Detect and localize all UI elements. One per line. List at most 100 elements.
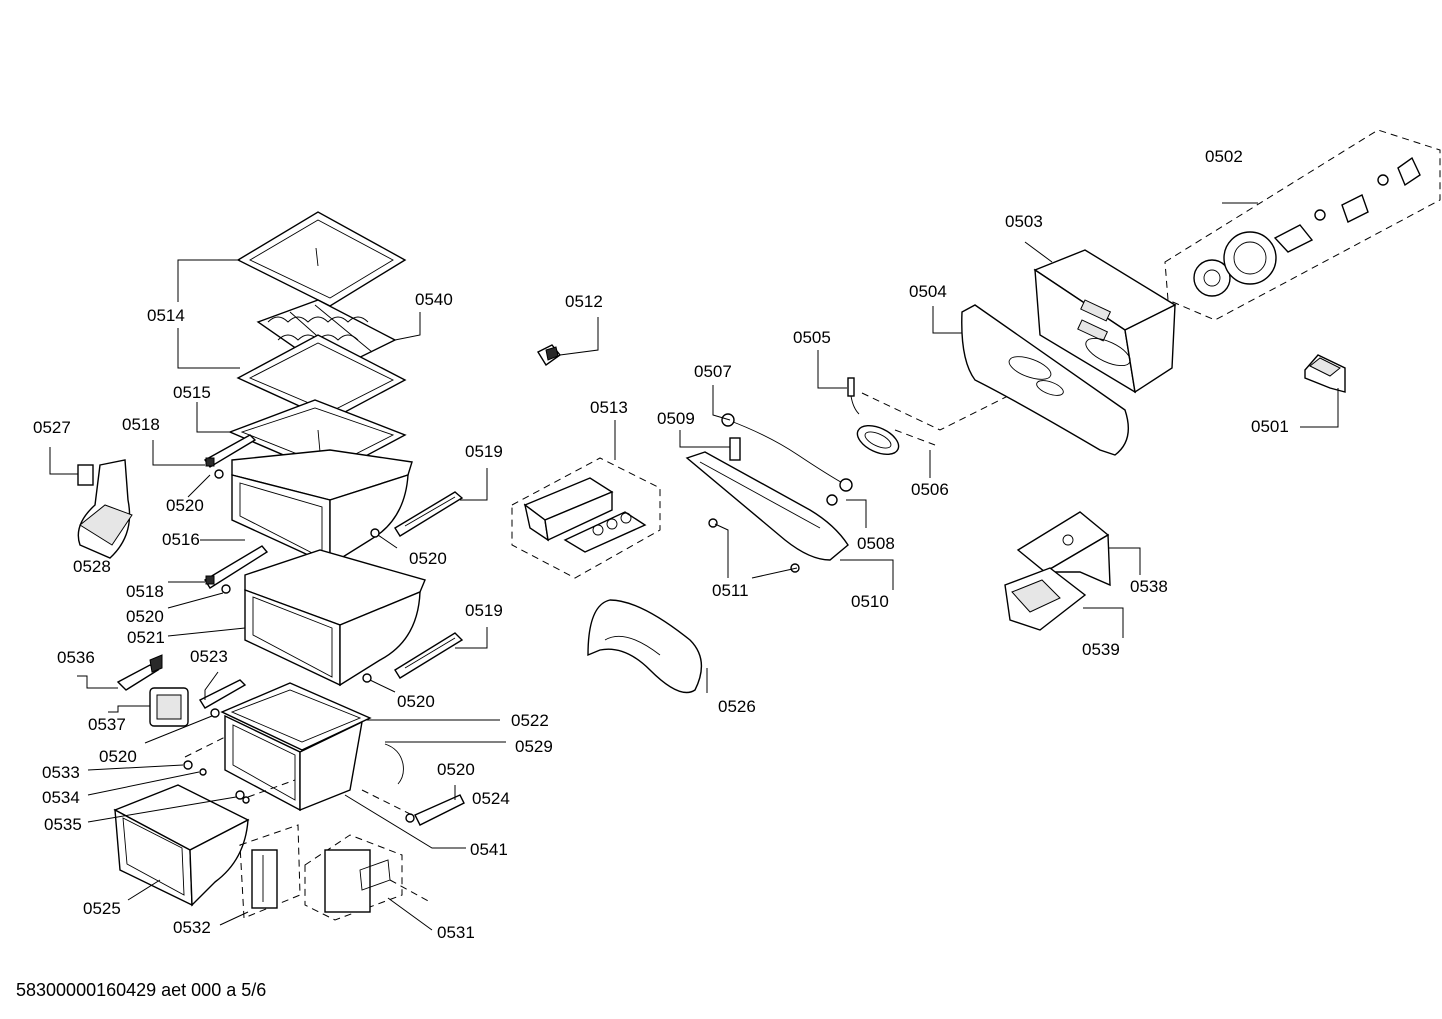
screw-0520-c <box>221 584 231 594</box>
label-0514: 0514 <box>147 306 185 325</box>
label-0526: 0526 <box>718 697 756 716</box>
label-0520-d: 0520 <box>397 692 435 711</box>
air-duct <box>587 599 703 694</box>
glass-shelf-top <box>236 211 407 307</box>
label-0541: 0541 <box>470 840 508 859</box>
drawer-rail-left-lower <box>204 545 269 589</box>
connector-0507 <box>721 413 735 427</box>
label-0518-b: 0518 <box>126 582 164 601</box>
label-0528: 0528 <box>73 557 111 576</box>
cover-bar <box>198 679 247 709</box>
screw-0511-a <box>708 518 718 528</box>
clip-0512 <box>537 344 562 367</box>
screw-0520-d <box>362 673 372 683</box>
screw-0520-b <box>370 528 380 538</box>
label-0531: 0531 <box>437 923 475 942</box>
label-0535: 0535 <box>44 815 82 834</box>
storage-bin-top-frame <box>220 682 372 751</box>
assembly-line-c <box>361 789 413 816</box>
label-0520-b: 0520 <box>409 549 447 568</box>
evaporator-cover-plate <box>961 304 1129 456</box>
dispenser-bracket <box>1016 511 1111 587</box>
label-0532: 0532 <box>173 918 211 937</box>
label-0512: 0512 <box>565 292 603 311</box>
fan-motor-assembly <box>1164 129 1441 321</box>
label-0522: 0522 <box>511 711 549 730</box>
label-0519-b: 0519 <box>465 601 503 620</box>
control-panel-0531 <box>304 834 403 921</box>
channel-cover <box>685 451 849 561</box>
label-0506: 0506 <box>911 480 949 499</box>
label-0509: 0509 <box>657 409 695 428</box>
part-labels: 0501 0502 0503 0504 0505 0506 0507 0508 … <box>33 147 1289 942</box>
label-0516: 0516 <box>162 530 200 549</box>
drawer-rail-left-upper <box>203 434 257 468</box>
label-0529: 0529 <box>515 737 553 756</box>
label-0523: 0523 <box>190 647 228 666</box>
label-0507: 0507 <box>694 362 732 381</box>
label-0533: 0533 <box>42 763 80 782</box>
label-0510: 0510 <box>851 592 889 611</box>
leader-lines <box>49 202 1339 931</box>
assembly-line-d <box>389 879 431 903</box>
assembly-line-f <box>894 429 936 446</box>
label-0524: 0524 <box>472 789 510 808</box>
label-0508: 0508 <box>857 534 895 553</box>
drawer-rail-right-upper <box>394 491 464 537</box>
assembly-line-b <box>247 779 296 798</box>
label-0525: 0525 <box>83 899 121 918</box>
oval-seal <box>856 424 900 456</box>
label-0513: 0513 <box>590 398 628 417</box>
label-0521: 0521 <box>127 628 165 647</box>
fitting-0535 <box>235 790 250 804</box>
label-0502: 0502 <box>1205 147 1243 166</box>
label-0505: 0505 <box>793 328 831 347</box>
screw-0520-e <box>210 708 220 718</box>
label-0515: 0515 <box>173 383 211 402</box>
filter-cover <box>77 459 133 559</box>
fan-housing <box>1033 249 1177 394</box>
screw-0534 <box>199 768 207 776</box>
drawer-rail-right-lower <box>394 632 464 679</box>
large-drawer-bin <box>113 784 250 907</box>
sensor-wire <box>384 743 404 785</box>
washer-0533 <box>183 760 193 770</box>
label-0520-a: 0520 <box>166 496 204 515</box>
label-0536: 0536 <box>57 648 95 667</box>
label-0519-a: 0519 <box>465 442 503 461</box>
label-0539: 0539 <box>1082 640 1120 659</box>
control-module <box>116 654 163 691</box>
label-0518-a: 0518 <box>122 415 160 434</box>
connector-0508 <box>826 478 853 506</box>
screw-0520-f <box>405 813 415 823</box>
crisper-drawer-lower <box>244 549 426 687</box>
label-0511: 0511 <box>712 581 749 600</box>
label-0520-e: 0520 <box>99 747 137 766</box>
dispenser-chute <box>1004 567 1087 631</box>
label-0520-f: 0520 <box>437 760 475 779</box>
bin-bracket <box>414 794 465 826</box>
sensor-0505 <box>847 377 860 415</box>
label-0527: 0527 <box>33 418 71 437</box>
label-0538: 0538 <box>1130 577 1168 596</box>
assembly-line-e <box>861 392 1011 431</box>
label-0534: 0534 <box>42 788 80 807</box>
label-0520-c: 0520 <box>126 607 164 626</box>
egg-tray-assembly <box>511 457 661 579</box>
screw-0520-a <box>214 469 224 479</box>
connector-0509 <box>729 437 741 461</box>
control-panel-0532 <box>239 824 301 919</box>
label-0537: 0537 <box>88 715 126 734</box>
heater-wire <box>727 419 847 486</box>
label-0540: 0540 <box>415 290 453 309</box>
document-id-footer: 58300000160429 aet 000 a 5/6 <box>16 980 267 1000</box>
fan-grille <box>149 687 189 727</box>
storage-bin-body <box>224 714 363 812</box>
assembly-line-a <box>184 736 226 758</box>
label-0503: 0503 <box>1005 212 1043 231</box>
switch-0501 <box>1304 354 1346 393</box>
label-0501: 0501 <box>1251 417 1289 436</box>
label-0504: 0504 <box>909 282 947 301</box>
